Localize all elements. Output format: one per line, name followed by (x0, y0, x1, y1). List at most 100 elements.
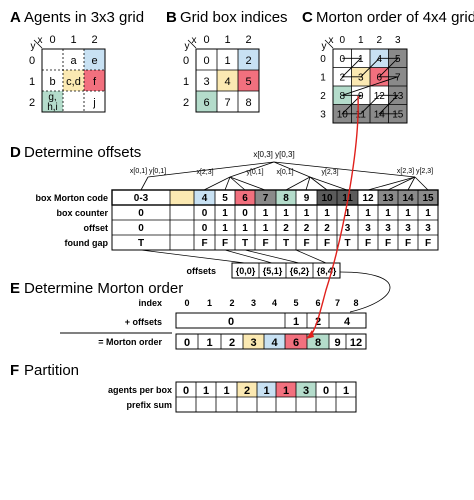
row-label-box_counter: box counter (56, 208, 108, 218)
grid-c-y-axis: y (322, 41, 327, 52)
index-value: 1 (207, 298, 212, 308)
box_counter-cell: 0 (242, 208, 248, 219)
box_counter-cell: 1 (324, 208, 330, 219)
morton-cell-fill (255, 190, 276, 205)
tree-branch (367, 176, 416, 191)
grid-c-cell-text: 0 (339, 54, 345, 65)
grid-c-cell-text: 4 (376, 54, 382, 65)
panel-a-title: Agents in 3x3 grid (24, 9, 144, 26)
result-value: 12 (350, 337, 362, 349)
found_gap-cell: F (201, 238, 207, 249)
grid-a-row-label: 0 (29, 55, 35, 67)
morton_codes-cell: 15 (422, 193, 434, 204)
morton_codes-cell: 13 (382, 193, 394, 204)
result-value: 6 (293, 337, 299, 349)
grid-a-cell-fill (42, 91, 63, 112)
grid-a-cell-fill (84, 70, 105, 91)
grid-c-col-label: 3 (395, 35, 401, 46)
morton-cell-fill (337, 190, 358, 205)
result-cell-fill (285, 334, 307, 349)
result-value: 0 (184, 337, 190, 349)
agents-value: 1 (223, 385, 229, 397)
offsets-pair: {5,1} (263, 266, 283, 276)
tree-branch (203, 176, 231, 191)
morton-link-arrowhead (306, 330, 314, 339)
offset-cell: 2 (283, 223, 289, 234)
morton-cell-fill (317, 190, 337, 205)
grid-b-col-label: 1 (224, 34, 230, 46)
box_counter-cell: 1 (385, 208, 391, 219)
offset-cell: 1 (222, 223, 228, 234)
grid-b-row-label: 2 (183, 97, 189, 109)
offsets-pair: {8,4} (317, 266, 337, 276)
morton-cell-fill (170, 190, 194, 205)
grid-c-col-label: 0 (339, 35, 345, 46)
agents-value: 1 (203, 385, 209, 397)
agents-value: 1 (343, 385, 349, 397)
grid-b-cell-fill (238, 49, 259, 70)
found_gap-cell: F (365, 238, 371, 249)
grid-b-row-label: 1 (183, 76, 189, 88)
offset-cell: 3 (385, 223, 391, 234)
tree-node-label: x[0,1] (276, 169, 293, 176)
found_gap-cell: T (283, 238, 289, 249)
morton-link-arrow (309, 95, 359, 337)
box_counter-cell: 1 (263, 208, 269, 219)
result-value: 1 (206, 337, 212, 349)
result-cell-fill (243, 334, 264, 349)
morton-cell-fill (378, 190, 398, 205)
grid-c-col-label: 1 (358, 35, 364, 46)
offset-cell: 3 (425, 223, 431, 234)
found_gap-cell: F (222, 238, 228, 249)
grid-b-cell-text: 6 (203, 97, 209, 109)
grid-b-row-label: 0 (183, 55, 189, 67)
box_counter-cell: 1 (283, 208, 289, 219)
grid-c-cell-text: 1 (358, 54, 364, 65)
tree-node-label: y[0,1] (246, 169, 263, 176)
box_counter-cell: 0 (202, 208, 208, 219)
found_gap-cell: T (242, 238, 248, 249)
grid-a-row-label: 2 (29, 97, 35, 109)
box_counter-cell: 1 (222, 208, 228, 219)
morton_codes-cell: 5 (222, 193, 228, 204)
result-value: 4 (271, 337, 278, 349)
grid-c-cell-text: 10 (337, 110, 349, 121)
grid-a-col-label: 1 (70, 34, 76, 46)
morton_codes-cell: 6 (242, 193, 248, 204)
offset-cell: 3 (405, 223, 411, 234)
plus-offsets-value: 2 (315, 316, 321, 328)
grid-c-cell-text: 6 (376, 73, 382, 84)
agents-value: 0 (183, 385, 189, 397)
offsets-to-e-curve (339, 271, 391, 313)
offset-cell: 1 (263, 223, 269, 234)
index-value: 4 (272, 298, 277, 308)
tree-branch (229, 176, 246, 191)
tree-branch (309, 176, 328, 191)
panel-e-title: Determine Morton order (24, 280, 183, 297)
prefix-sum-label: prefix sum (126, 400, 172, 410)
grid-b-border (195, 48, 260, 113)
tree-branch (224, 176, 231, 191)
found_gap-cell: F (324, 238, 330, 249)
result-box (175, 333, 367, 350)
morton_codes-cell: 0-3 (134, 193, 149, 204)
tree-branch (414, 176, 429, 191)
grid-c-cell-text: 3 (358, 73, 364, 84)
agents-value: 1 (283, 385, 289, 397)
morton_codes-cell: 10 (321, 193, 333, 204)
panel-e-letter: E (10, 280, 20, 297)
grid-b-cell-text: 5 (245, 76, 251, 88)
morton_codes-cell: 8 (283, 193, 289, 204)
result-cell-fill (307, 334, 329, 349)
grid-c-row-label: 1 (320, 73, 326, 84)
grid-b-cell-fill (238, 70, 259, 91)
grid-c-cell-text: 12 (374, 91, 386, 102)
grid-b-axis-corner (187, 39, 197, 49)
morton-z-curve (341, 57, 399, 115)
grid-a-col-label: 2 (91, 34, 97, 46)
agents-cell-fill (276, 382, 296, 397)
box_counter-cell: 1 (304, 208, 310, 219)
grid-a-cell-text: b (49, 76, 55, 88)
grid-b-col-label: 2 (245, 34, 251, 46)
